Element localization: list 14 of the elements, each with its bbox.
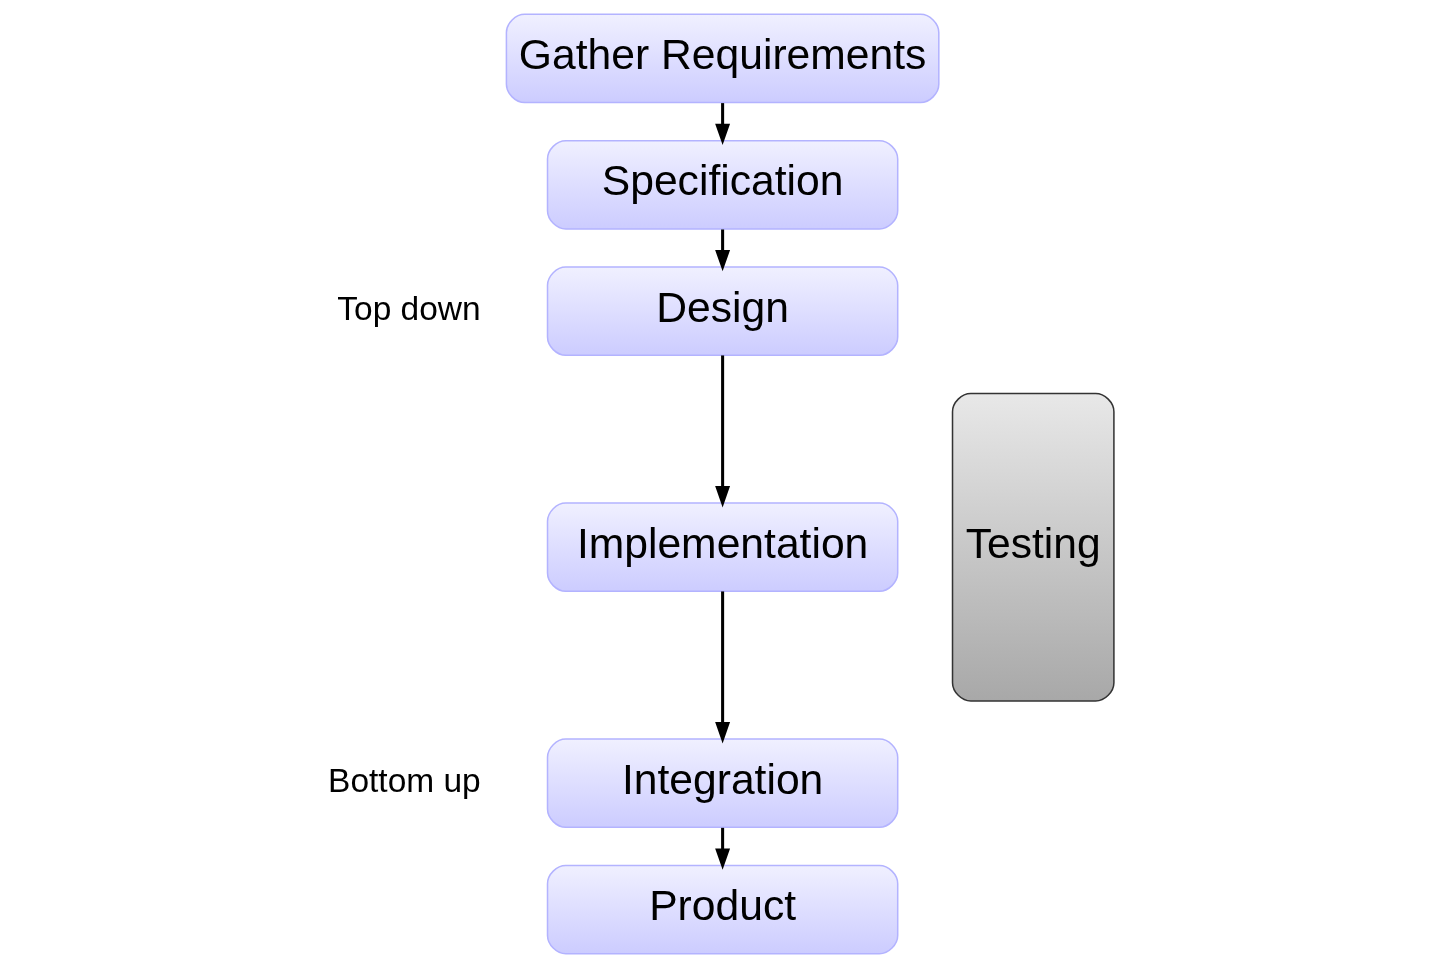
node-box: Gather Requirements [505,13,940,104]
node-box: Testing [951,392,1115,702]
label: Top down [336,289,481,327]
arrow [714,355,730,508]
node-box: Implementation [546,502,898,593]
arrow [714,591,730,744]
node-box: Integration [546,738,898,829]
label: Bottom up [327,761,481,799]
node-box: Design [546,266,898,357]
node-box: Product [546,864,898,955]
arrow [714,103,730,145]
node-box: Specification [546,139,898,230]
arrow [714,229,730,272]
arrow [714,827,730,870]
